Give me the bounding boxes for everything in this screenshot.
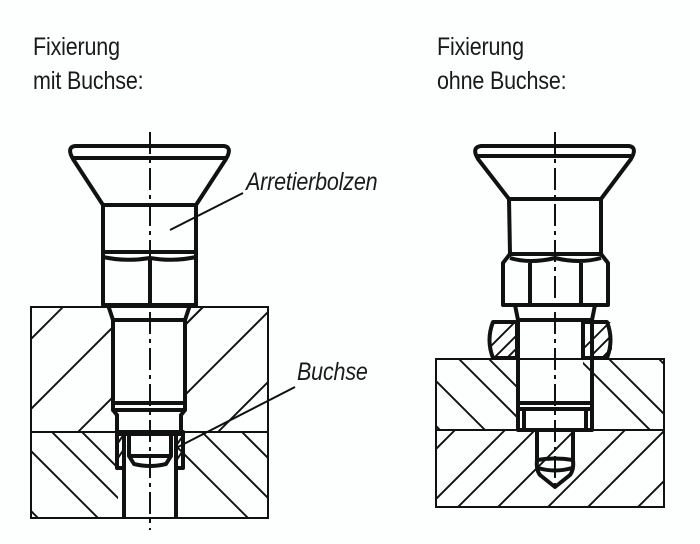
leader-arretierbolzen xyxy=(169,192,244,231)
callout-arretierbolzen: Arretierbolzen xyxy=(246,168,378,196)
caption-line-2: ohne Buchse: xyxy=(437,67,567,95)
hatch-top-plate xyxy=(436,359,664,430)
lock-nut-right xyxy=(581,320,613,360)
caption-line-1: Fixierung xyxy=(437,33,524,61)
hex-nut xyxy=(501,252,610,307)
lock-nut-left xyxy=(487,320,519,360)
callout-buchse: Buchse xyxy=(297,358,368,386)
caption-line-1: Fixierung xyxy=(33,33,120,61)
threaded-body xyxy=(106,304,192,412)
leader-buchse xyxy=(175,386,296,449)
caption-without-bushing: Fixierung ohne Buchse: xyxy=(437,30,567,98)
figure-without-bushing xyxy=(435,132,665,508)
caption-with-bushing: Fixierung mit Buchse: xyxy=(33,30,144,98)
bushing-left xyxy=(115,430,126,470)
figure-with-bushing xyxy=(30,132,296,530)
caption-line-2: mit Buchse: xyxy=(33,67,144,95)
